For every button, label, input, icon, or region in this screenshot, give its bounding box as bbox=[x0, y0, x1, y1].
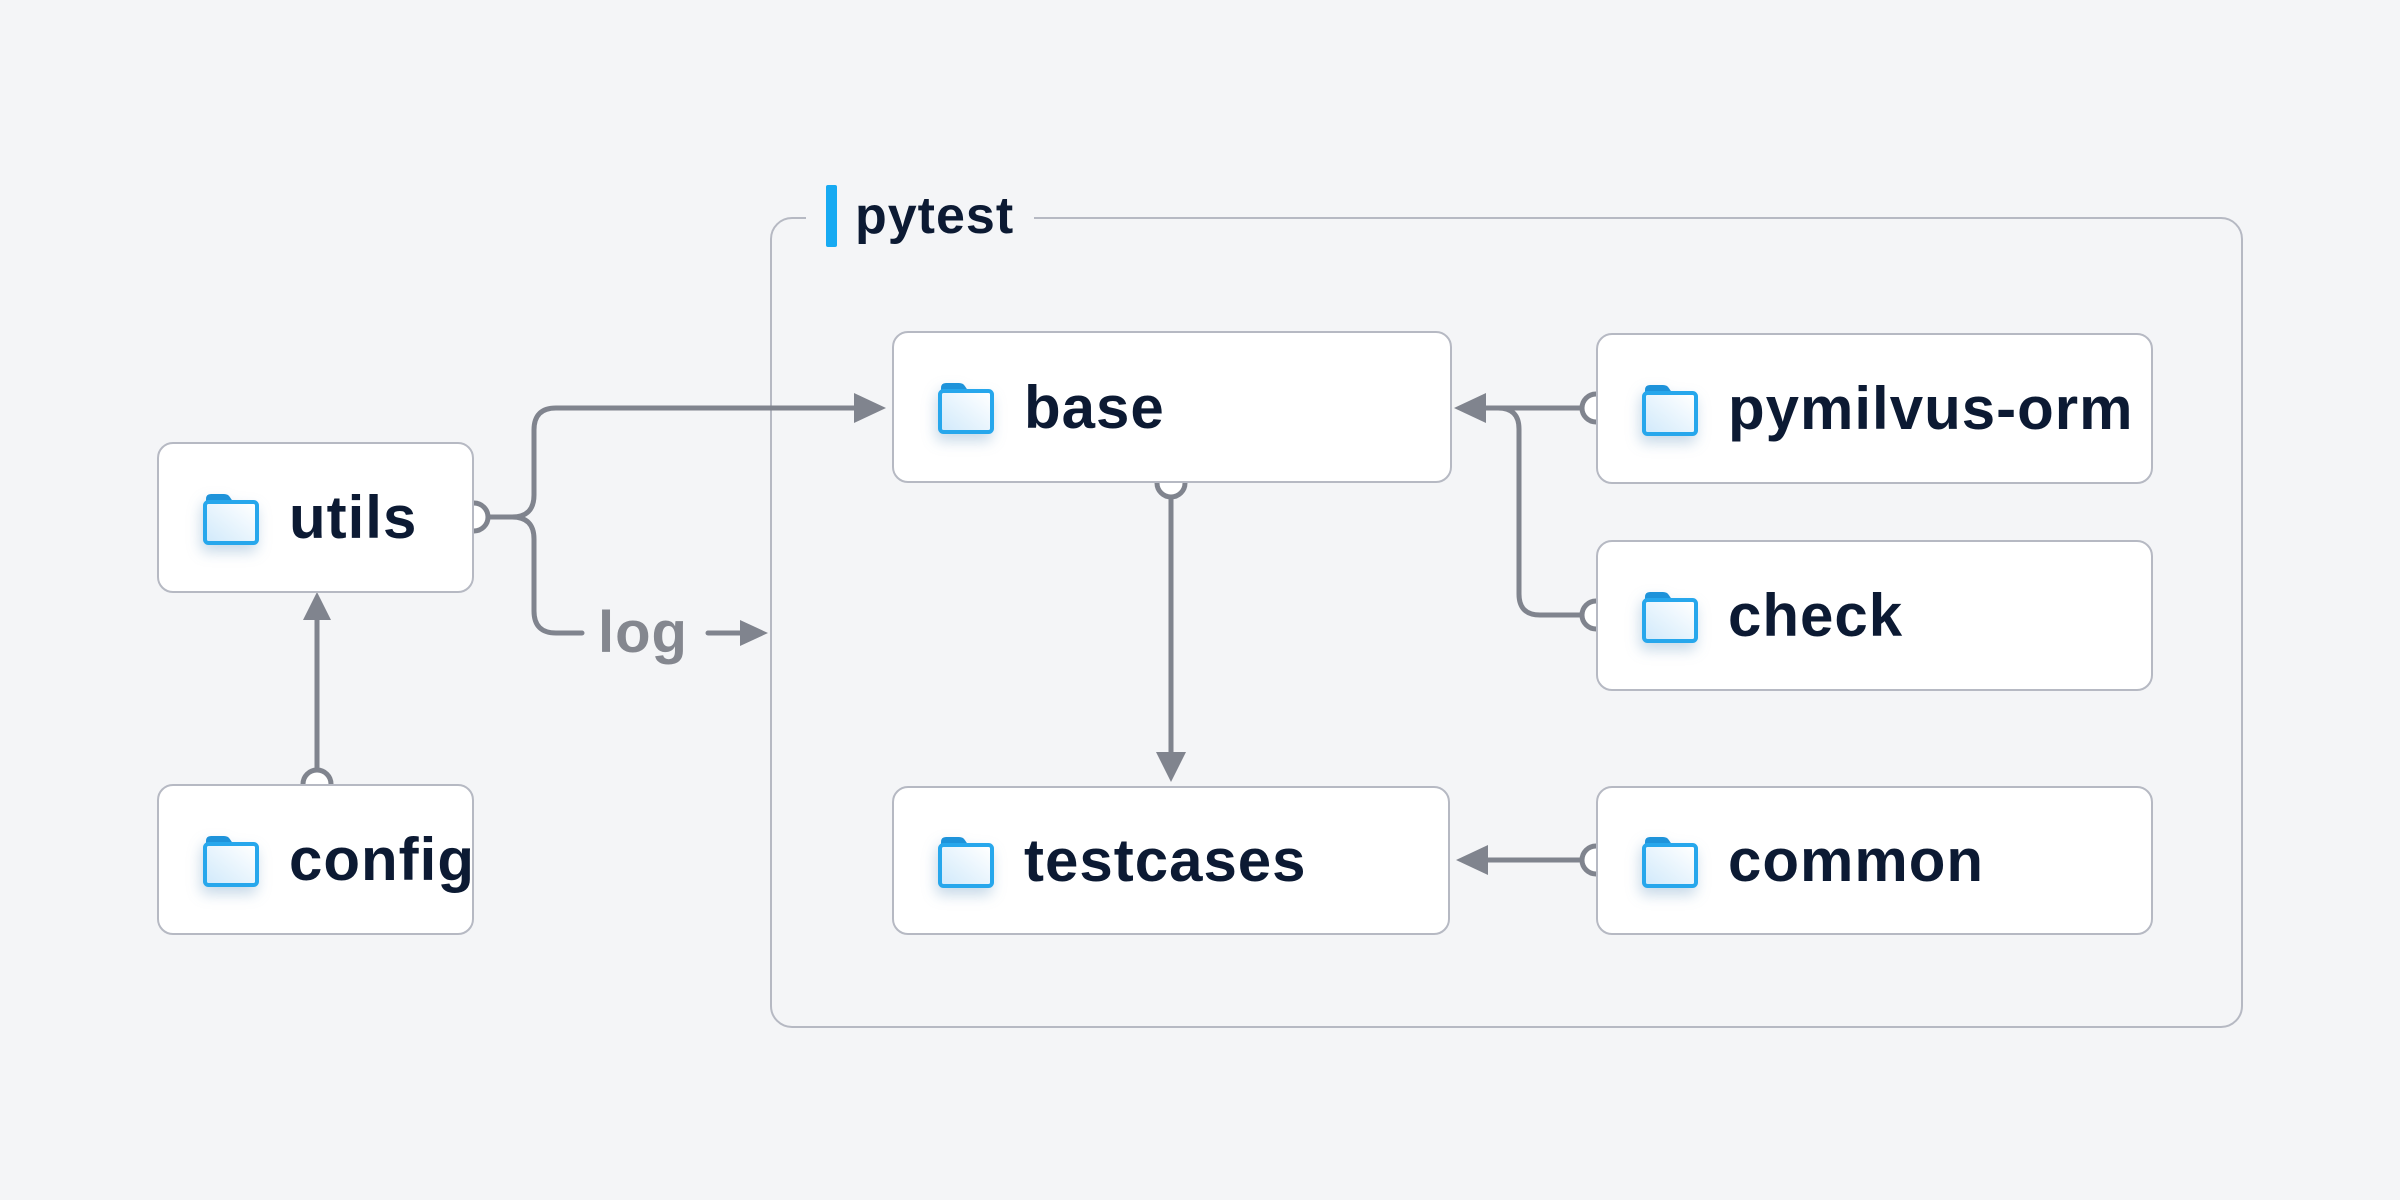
node-utils: utils bbox=[157, 442, 474, 593]
node-label: base bbox=[1024, 373, 1165, 441]
accent-bar bbox=[826, 185, 837, 247]
node-config: config bbox=[157, 784, 474, 935]
node-base: base bbox=[892, 331, 1452, 483]
folder-icon bbox=[1642, 836, 1698, 888]
edge-utils-to-log bbox=[509, 514, 585, 636]
node-label: check bbox=[1728, 582, 1904, 649]
node-label: utils bbox=[289, 484, 418, 551]
node-label: config bbox=[289, 826, 475, 893]
folder-icon bbox=[1642, 591, 1698, 643]
node-label: common bbox=[1728, 827, 1985, 894]
node-label: testcases bbox=[1024, 827, 1307, 894]
folder-icon bbox=[938, 383, 994, 434]
node-check: check bbox=[1596, 540, 2153, 691]
pytest-group-title: pytest bbox=[855, 187, 1015, 245]
node-common: common bbox=[1596, 786, 2153, 935]
folder-icon bbox=[1642, 384, 1698, 436]
folder-icon bbox=[203, 835, 259, 887]
node-label: pymilvus-orm bbox=[1728, 375, 2134, 442]
folder-icon bbox=[203, 493, 259, 545]
edge-log-label: log bbox=[598, 600, 688, 665]
node-testcases: testcases bbox=[892, 786, 1450, 935]
folder-icon bbox=[938, 836, 994, 888]
arrowhead-config-to-utils bbox=[303, 592, 331, 620]
arrowhead-log-to-group bbox=[740, 620, 768, 646]
node-pymilvus-orm: pymilvus-orm bbox=[1596, 333, 2153, 484]
pytest-group-frame bbox=[770, 217, 2243, 1028]
pytest-group-label: pytest bbox=[806, 184, 1035, 248]
